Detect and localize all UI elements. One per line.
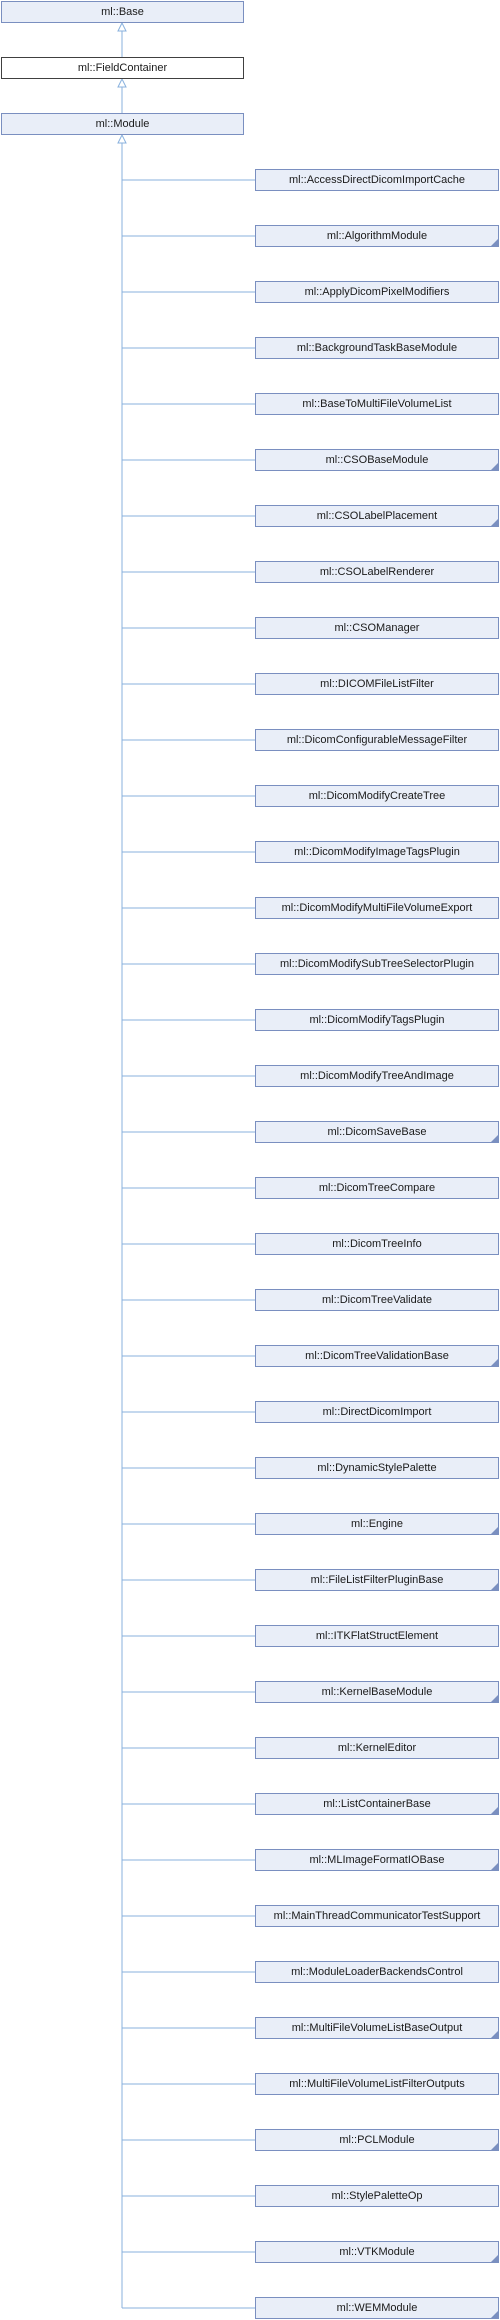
- inheritance-arrow: [117, 77, 127, 88]
- inheritance-arrow: [117, 133, 127, 144]
- class-node[interactable]: ml::DICOMFileListFilter: [255, 673, 499, 695]
- class-node[interactable]: ml::DynamicStylePalette: [255, 1457, 499, 1479]
- class-node[interactable]: ml::VTKModule: [255, 2241, 499, 2263]
- class-node[interactable]: ml::DicomModifySubTreeSelectorPlugin: [255, 953, 499, 975]
- class-node[interactable]: ml::PCLModule: [255, 2129, 499, 2151]
- class-node-module[interactable]: ml::Module: [1, 113, 244, 135]
- class-node[interactable]: ml::DicomSaveBase: [255, 1121, 499, 1143]
- class-node[interactable]: ml::StylePaletteOp: [255, 2185, 499, 2207]
- class-node[interactable]: ml::DicomModifyTreeAndImage: [255, 1065, 499, 1087]
- class-node[interactable]: ml::WEMModule: [255, 2297, 499, 2319]
- class-node[interactable]: ml::MLImageFormatIOBase: [255, 1849, 499, 1871]
- class-node[interactable]: ml::MultiFileVolumeListFilterOutputs: [255, 2073, 499, 2095]
- class-node[interactable]: ml::FileListFilterPluginBase: [255, 1569, 499, 1591]
- class-node[interactable]: ml::DicomModifyTagsPlugin: [255, 1009, 499, 1031]
- class-node[interactable]: ml::DicomModifyMultiFileVolumeExport: [255, 897, 499, 919]
- class-node[interactable]: ml::CSOLabelPlacement: [255, 505, 499, 527]
- class-node[interactable]: ml::DicomModifyCreateTree: [255, 785, 499, 807]
- class-node[interactable]: ml::DicomModifyImageTagsPlugin: [255, 841, 499, 863]
- class-node[interactable]: ml::AlgorithmModule: [255, 225, 499, 247]
- class-node[interactable]: ml::BaseToMultiFileVolumeList: [255, 393, 499, 415]
- class-node[interactable]: ml::MultiFileVolumeListBaseOutput: [255, 2017, 499, 2039]
- class-node[interactable]: ml::ModuleLoaderBackendsControl: [255, 1961, 499, 1983]
- class-node-base[interactable]: ml::Base: [1, 1, 244, 23]
- class-node[interactable]: ml::BackgroundTaskBaseModule: [255, 337, 499, 359]
- class-node[interactable]: ml::KernelBaseModule: [255, 1681, 499, 1703]
- class-node[interactable]: ml::DicomConfigurableMessageFilter: [255, 729, 499, 751]
- class-node[interactable]: ml::CSOBaseModule: [255, 449, 499, 471]
- class-node[interactable]: ml::DicomTreeInfo: [255, 1233, 499, 1255]
- inheritance-arrow: [117, 21, 127, 32]
- class-node[interactable]: ml::CSOLabelRenderer: [255, 561, 499, 583]
- class-node[interactable]: ml::DicomTreeValidationBase: [255, 1345, 499, 1367]
- class-node-fieldcontainer[interactable]: ml::FieldContainer: [1, 57, 244, 79]
- class-node[interactable]: ml::ITKFlatStructElement: [255, 1625, 499, 1647]
- class-node[interactable]: ml::ListContainerBase: [255, 1793, 499, 1815]
- class-node[interactable]: ml::AccessDirectDicomImportCache: [255, 169, 499, 191]
- class-node[interactable]: ml::Engine: [255, 1513, 499, 1535]
- class-node[interactable]: ml::ApplyDicomPixelModifiers: [255, 281, 499, 303]
- class-node[interactable]: ml::KernelEditor: [255, 1737, 499, 1759]
- class-node[interactable]: ml::MainThreadCommunicatorTestSupport: [255, 1905, 499, 1927]
- class-node[interactable]: ml::CSOManager: [255, 617, 499, 639]
- class-node[interactable]: ml::DicomTreeValidate: [255, 1289, 499, 1311]
- class-node[interactable]: ml::DirectDicomImport: [255, 1401, 499, 1423]
- class-node[interactable]: ml::DicomTreeCompare: [255, 1177, 499, 1199]
